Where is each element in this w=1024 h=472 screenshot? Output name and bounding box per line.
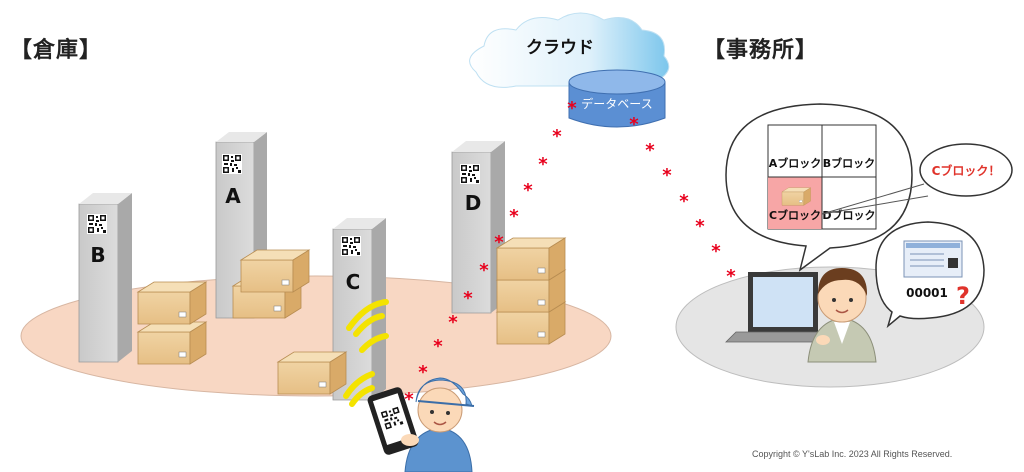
- thought-bubble: 00001 ?: [875, 221, 985, 329]
- svg-text:*: *: [494, 232, 504, 253]
- block-grid-bubble: Aブロック Bブロック Cブロック Dブロック: [725, 103, 913, 272]
- svg-text:*: *: [695, 216, 705, 237]
- svg-text:*: *: [662, 165, 672, 186]
- wifi-icon: [343, 299, 389, 407]
- item-code: 00001: [906, 286, 948, 300]
- block-a-label: Aブロック: [769, 156, 822, 170]
- pillar-b: B: [78, 193, 132, 363]
- svg-text:*: *: [463, 288, 473, 309]
- callout-text: Cブロック！: [932, 163, 1001, 178]
- database-icon: データベース: [568, 69, 666, 128]
- laptop-icon: [725, 272, 842, 343]
- svg-text:*: *: [479, 260, 489, 281]
- warehouse-heading: 【倉庫】: [10, 38, 103, 63]
- svg-text:*: *: [552, 126, 562, 147]
- data-link-warehouse: *** *** *** ***: [404, 98, 577, 410]
- svg-text:*: *: [404, 389, 414, 410]
- svg-text:*: *: [711, 241, 721, 262]
- pillar-a-label: A: [225, 184, 241, 208]
- svg-text:*: *: [629, 114, 639, 135]
- svg-text:*: *: [448, 312, 458, 333]
- svg-text:*: *: [509, 206, 519, 227]
- svg-text:*: *: [679, 191, 689, 212]
- pillar-b-label: B: [90, 243, 105, 267]
- block-c-label: Cブロック: [769, 208, 821, 222]
- document-icon: [903, 240, 963, 278]
- svg-text:*: *: [433, 336, 443, 357]
- box-stack-b: [137, 281, 207, 365]
- database-label: データベース: [581, 96, 652, 111]
- svg-text:*: *: [567, 98, 577, 119]
- svg-text:*: *: [726, 266, 736, 287]
- block-b-label: Bブロック: [823, 156, 875, 170]
- box-stack-a: [232, 249, 310, 319]
- box-near-c: [277, 351, 347, 395]
- block-d-label: Dブロック: [822, 208, 875, 222]
- office-worker: [807, 268, 877, 363]
- box-stack-d: [496, 237, 566, 345]
- office-heading: 【事務所】: [703, 38, 819, 63]
- svg-text:*: *: [645, 140, 655, 161]
- svg-text:*: *: [418, 362, 428, 383]
- copyright-notice: Copyright © Y'sLab Inc. 2023 All Rights …: [752, 449, 953, 459]
- callout-bubble: Cブロック！: [821, 143, 1013, 215]
- worker-with-phone: [367, 377, 475, 472]
- data-link-office: *** *** *: [629, 114, 736, 287]
- svg-text:*: *: [523, 180, 533, 201]
- question-mark-icon: ?: [956, 282, 970, 310]
- pillar-c-label: C: [346, 270, 361, 294]
- cloud-label: クラウド: [526, 38, 594, 58]
- svg-text:*: *: [538, 154, 548, 175]
- pillar-d-label: D: [465, 191, 482, 215]
